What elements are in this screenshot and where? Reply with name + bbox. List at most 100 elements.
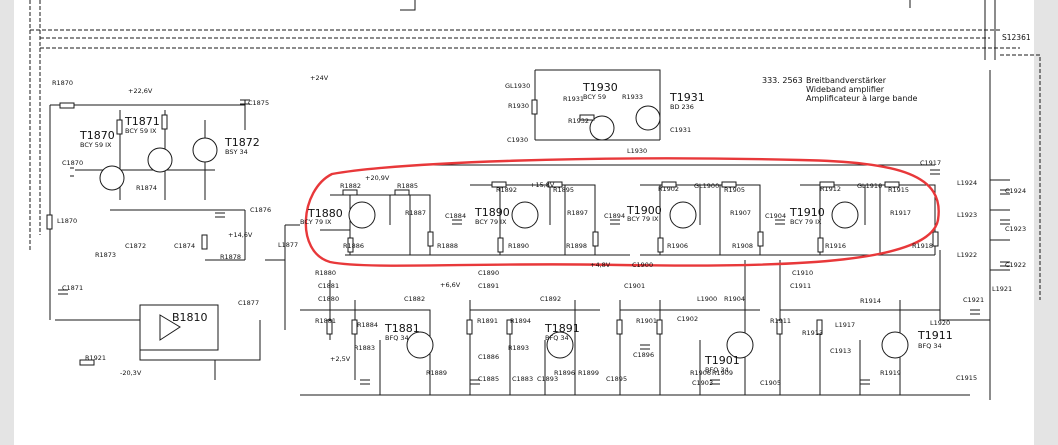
comp-label: R1899: [578, 369, 600, 377]
comp-label: R1883: [354, 344, 376, 352]
comp-label: C1917: [920, 159, 942, 167]
comp-label: C1886: [478, 353, 500, 361]
label-t1881: T1881: [385, 322, 420, 335]
comp-label: C1876: [250, 206, 272, 214]
type-t1901: BFQ 34: [705, 366, 729, 374]
comp-label: R1887: [405, 209, 427, 217]
comp-label: L1920: [930, 319, 951, 327]
comp-label: R1898: [566, 242, 588, 250]
comp-label: R1918: [912, 242, 934, 250]
comp-label: R1921: [85, 354, 107, 362]
voltage-label: +2,5V: [330, 355, 351, 363]
comp-label: R1874: [136, 184, 158, 192]
comp-label: C1885: [478, 375, 500, 383]
label-t1931: T1931: [670, 91, 705, 104]
voltage-label: +20,9V: [365, 174, 390, 182]
comp-label: C1894: [604, 212, 626, 220]
comp-label: L1924: [957, 179, 978, 187]
voltage-label: +6,6V: [440, 281, 461, 289]
voltage-label: +14,6V: [228, 231, 253, 239]
comp-label: L1917: [835, 321, 856, 329]
comp-label: R1906: [667, 242, 689, 250]
comp-label: L1921: [992, 285, 1013, 293]
transistor-t1872: [192, 137, 218, 163]
type-t1880: BCY 79 IX: [300, 218, 332, 226]
comp-label: R1931: [563, 95, 585, 103]
type-t1891: BFQ 34: [545, 334, 569, 342]
comp-label: C1893: [537, 375, 559, 383]
comp-label: C1905: [760, 379, 782, 387]
comp-label: C1924: [1005, 187, 1027, 195]
comp-label: C1882: [404, 295, 426, 303]
amplifier-label: B1810: [172, 311, 208, 324]
label-t1870: T1870: [80, 129, 115, 142]
comp-label: R1881: [315, 317, 337, 325]
transistor-t1870: [99, 165, 125, 191]
comp-label: GL1910: [857, 182, 883, 190]
comp-label: C1883: [512, 375, 534, 383]
comp-label: R1908: [732, 242, 754, 250]
comp-label: C1877: [238, 299, 260, 307]
comp-label: R1870: [52, 79, 74, 87]
voltage-label: +22,6V: [128, 87, 153, 95]
comp-label: R1889: [426, 369, 448, 377]
comp-label: R1906: [690, 369, 712, 377]
comp-label: C1910: [792, 269, 814, 277]
comp-label: L1922: [957, 251, 978, 259]
comp-label: C1872: [125, 242, 147, 250]
comp-label: R1933: [622, 93, 644, 101]
type-t1931: BD 236: [670, 103, 694, 111]
comp-label: R1905: [724, 186, 746, 194]
title-french: Amplificateur à large bande: [806, 94, 918, 103]
comp-label: R1930: [508, 102, 530, 110]
comp-label: R1917: [890, 209, 912, 217]
comp-label: C1892: [540, 295, 562, 303]
comp-label: C1890: [478, 269, 500, 277]
title-english: Wideband amplifier: [806, 85, 885, 94]
label-t1871: T1871: [125, 115, 160, 128]
comp-label: R1909: [712, 369, 734, 377]
comp-label: R1891: [477, 317, 499, 325]
type-t1871: BCY 59 IX: [125, 127, 157, 135]
comp-label: R1912: [820, 185, 842, 193]
comp-label: L1923: [957, 211, 978, 219]
comp-label: C1874: [174, 242, 196, 250]
comp-label: C1895: [606, 375, 628, 383]
transistor-t1901: [726, 331, 754, 359]
label-t1910: T1910: [790, 206, 825, 219]
voltage-label: +24V: [310, 74, 329, 82]
comp-label: R1932: [568, 117, 590, 125]
label-t1911: T1911: [918, 329, 953, 342]
type-t1870: BCY 59 IX: [80, 141, 112, 149]
comp-label: R1894: [510, 317, 532, 325]
comp-label: C1900: [632, 261, 654, 269]
comp-label: C1921: [963, 296, 985, 304]
comp-label: C1923: [1005, 225, 1027, 233]
comp-label: R1888: [437, 242, 459, 250]
comp-label: C1881: [318, 282, 340, 290]
comp-label: C1884: [445, 212, 467, 220]
comp-label: C1896: [633, 351, 655, 359]
type-t1910: BCY 79 IX: [790, 218, 822, 226]
comp-label: C1902: [677, 315, 699, 323]
label-t1901: T1901: [705, 354, 740, 367]
comp-label: R1892: [496, 186, 518, 194]
transistor-t1911: [881, 331, 909, 359]
transistor-t1930: [589, 115, 615, 141]
comp-label: C1870: [62, 159, 84, 167]
left-page-margin: [0, 0, 14, 445]
comp-label: R1901: [636, 317, 658, 325]
transistor-t1871: [147, 147, 173, 173]
transistor-t1880: [348, 201, 376, 229]
comp-label: C1922: [1005, 261, 1027, 269]
transistor-t1891: [546, 331, 574, 359]
label-t1900: T1900: [627, 204, 662, 217]
comp-label: R1896: [554, 369, 576, 377]
comp-label: R1915: [888, 186, 910, 194]
comp-label: R1902: [658, 185, 680, 193]
highlight-ellipse: [304, 157, 940, 267]
comp-label: R1873: [95, 251, 117, 259]
voltage-label: -20,3V: [120, 369, 142, 377]
transistor-t1881: [406, 331, 434, 359]
comp-label: R1886: [343, 242, 365, 250]
